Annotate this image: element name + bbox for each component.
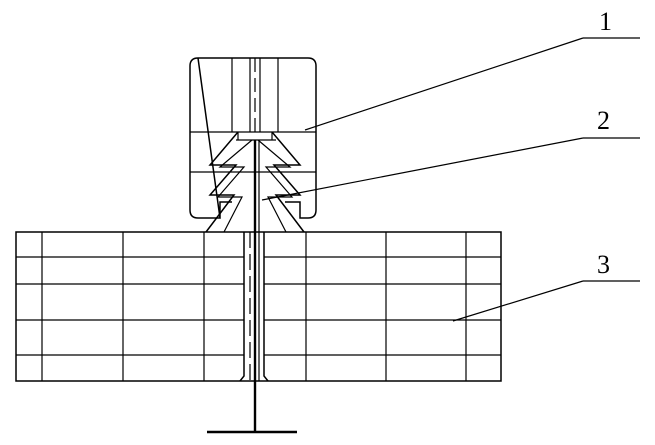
upper-clamp-block	[189, 57, 317, 219]
upper-block-outline	[189, 57, 317, 219]
callout-3-leader	[452, 280, 584, 322]
central-shaft	[207, 140, 297, 434]
fir-tree-right-profile	[271, 131, 305, 233]
fir-tree-left-inner	[216, 139, 253, 233]
callout-3-label: 3	[597, 250, 610, 279]
base-slot-right	[263, 232, 269, 382]
callout-2-leader	[261, 137, 584, 201]
insert-cap-hook	[237, 132, 273, 140]
base-slot-left	[239, 232, 245, 382]
fir-tree-left-profile	[205, 131, 239, 233]
fir-tree-right-inner	[257, 139, 294, 233]
callout-1-leader	[304, 37, 584, 131]
callout-3: 3	[452, 250, 640, 322]
callout-1-label: 1	[599, 7, 612, 36]
callout-2-label: 2	[597, 106, 610, 135]
callout-2: 2	[261, 106, 640, 201]
callout-1: 1	[304, 7, 640, 131]
